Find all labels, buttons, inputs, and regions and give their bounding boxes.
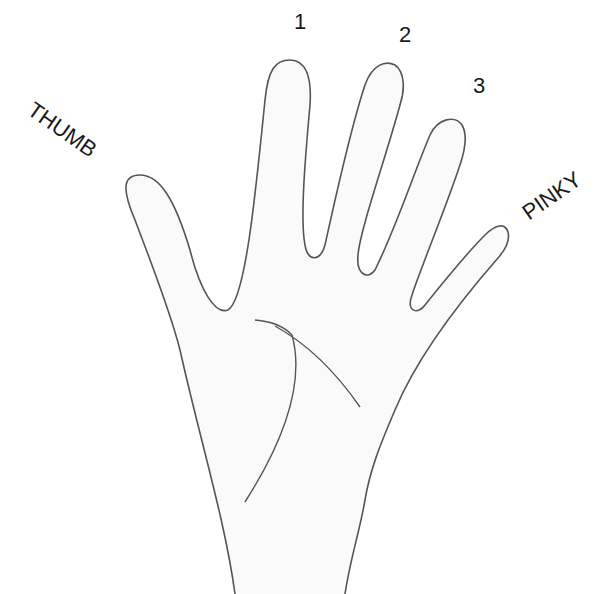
finger-number: 3 xyxy=(473,75,485,97)
finger-number: 1 xyxy=(294,11,306,33)
palm-crease xyxy=(245,320,296,502)
finger-name: THUMB xyxy=(24,99,101,162)
hand-outline xyxy=(126,60,509,594)
palm-crease xyxy=(275,326,360,407)
finger-name: PINKY xyxy=(519,168,586,224)
finger-number: 2 xyxy=(399,24,411,46)
